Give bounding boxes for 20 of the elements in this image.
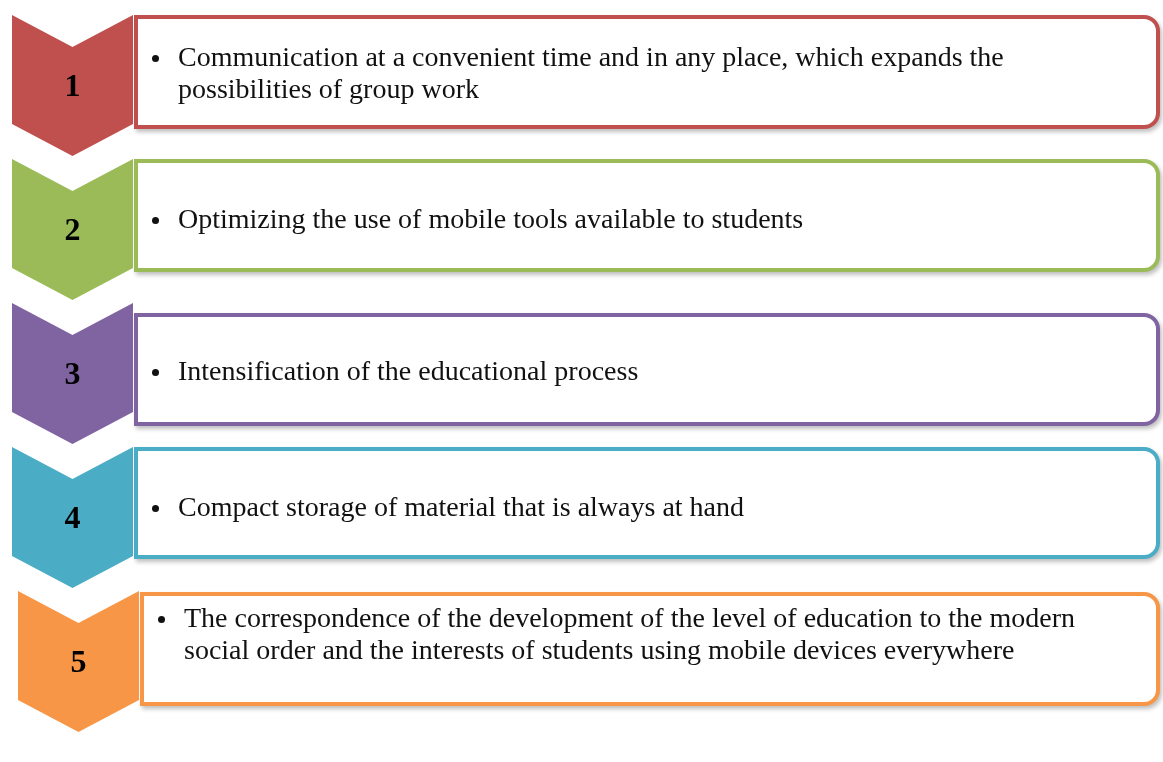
- step-marker: [12, 15, 133, 156]
- text-box: [134, 313, 1160, 426]
- bullet-text: Compact storage of material that is always at hand: [178, 491, 746, 523]
- bullet-text: Intensification of the educational process: [178, 355, 640, 387]
- step-marker: [12, 447, 133, 588]
- step-number: 5: [69, 643, 88, 679]
- step-marker: [12, 159, 133, 300]
- text-box: [134, 159, 1160, 272]
- text-box: [140, 592, 1160, 706]
- step-number: 3: [63, 355, 82, 391]
- bullet-text: The correspondence of the development of the level of education to the modern social order and the interests of students using mobile devices everywhere: [184, 602, 1076, 666]
- text-box: [134, 447, 1160, 559]
- step-number: 4: [63, 499, 82, 535]
- bullet-text: Optimizing the use of mobile tools available to students: [178, 203, 805, 235]
- step-marker: [12, 303, 133, 444]
- bullet-text: Communication at a convenient time and in any place, which expands the possibilities of group work: [178, 41, 1005, 105]
- text-box: [134, 15, 1160, 129]
- step-marker: [18, 591, 139, 732]
- step-number: 2: [63, 211, 82, 247]
- step-number: 1: [63, 67, 82, 103]
